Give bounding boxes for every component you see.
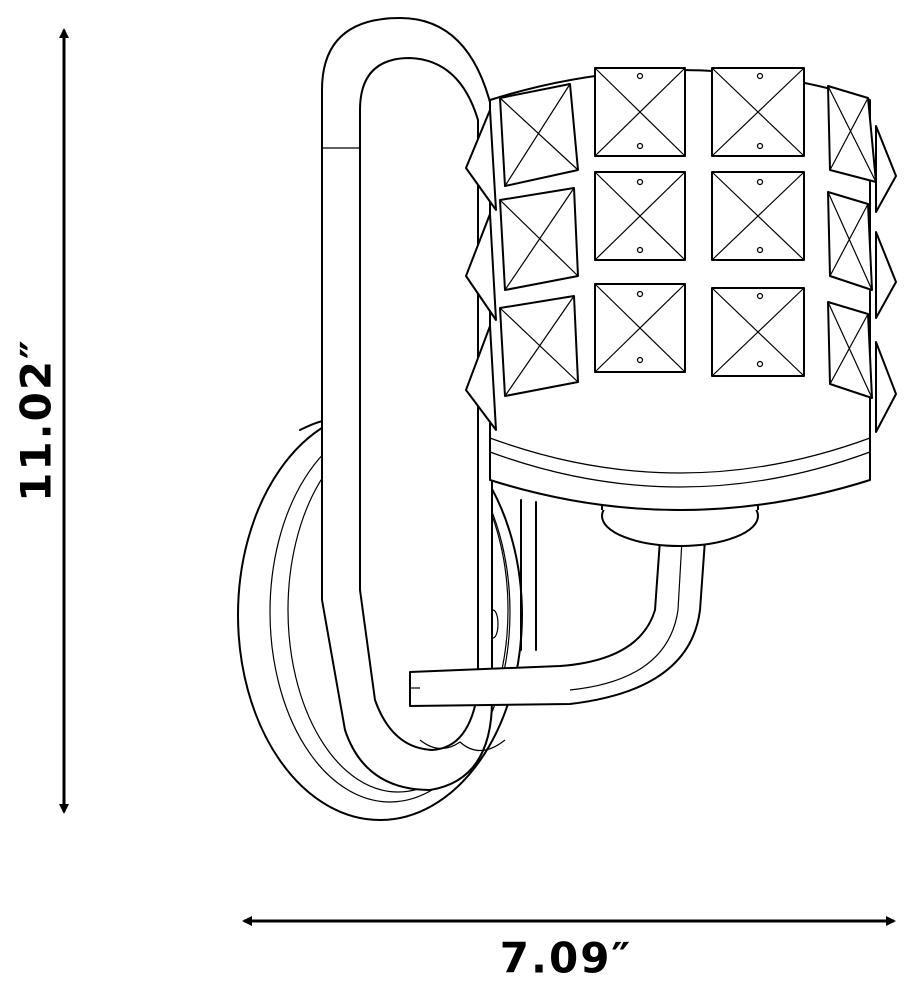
crystal-tile xyxy=(594,283,686,373)
crystal-tile xyxy=(827,191,873,291)
shade-rods xyxy=(520,499,537,651)
crystal-tile xyxy=(499,83,579,187)
lamp-arm xyxy=(409,539,706,707)
crystal-tile xyxy=(499,295,579,397)
crystal-tile xyxy=(594,67,686,157)
crystal-tile xyxy=(711,287,805,377)
crystal-tile xyxy=(594,171,686,261)
crystal-tile xyxy=(827,85,877,183)
crystal-tile xyxy=(499,187,579,291)
loop-frame xyxy=(321,17,506,791)
height-dimension-label: 11.02″ xyxy=(11,338,61,502)
crystal-tile xyxy=(711,67,805,157)
crystal-tile xyxy=(711,171,805,261)
crystal-shade xyxy=(465,67,897,511)
crystal-row-1 xyxy=(465,67,897,213)
crystal-tile xyxy=(827,301,873,399)
crystal-row-2 xyxy=(465,171,897,321)
width-dimension-label: 7.09″ xyxy=(499,933,633,983)
rivets xyxy=(636,72,764,368)
